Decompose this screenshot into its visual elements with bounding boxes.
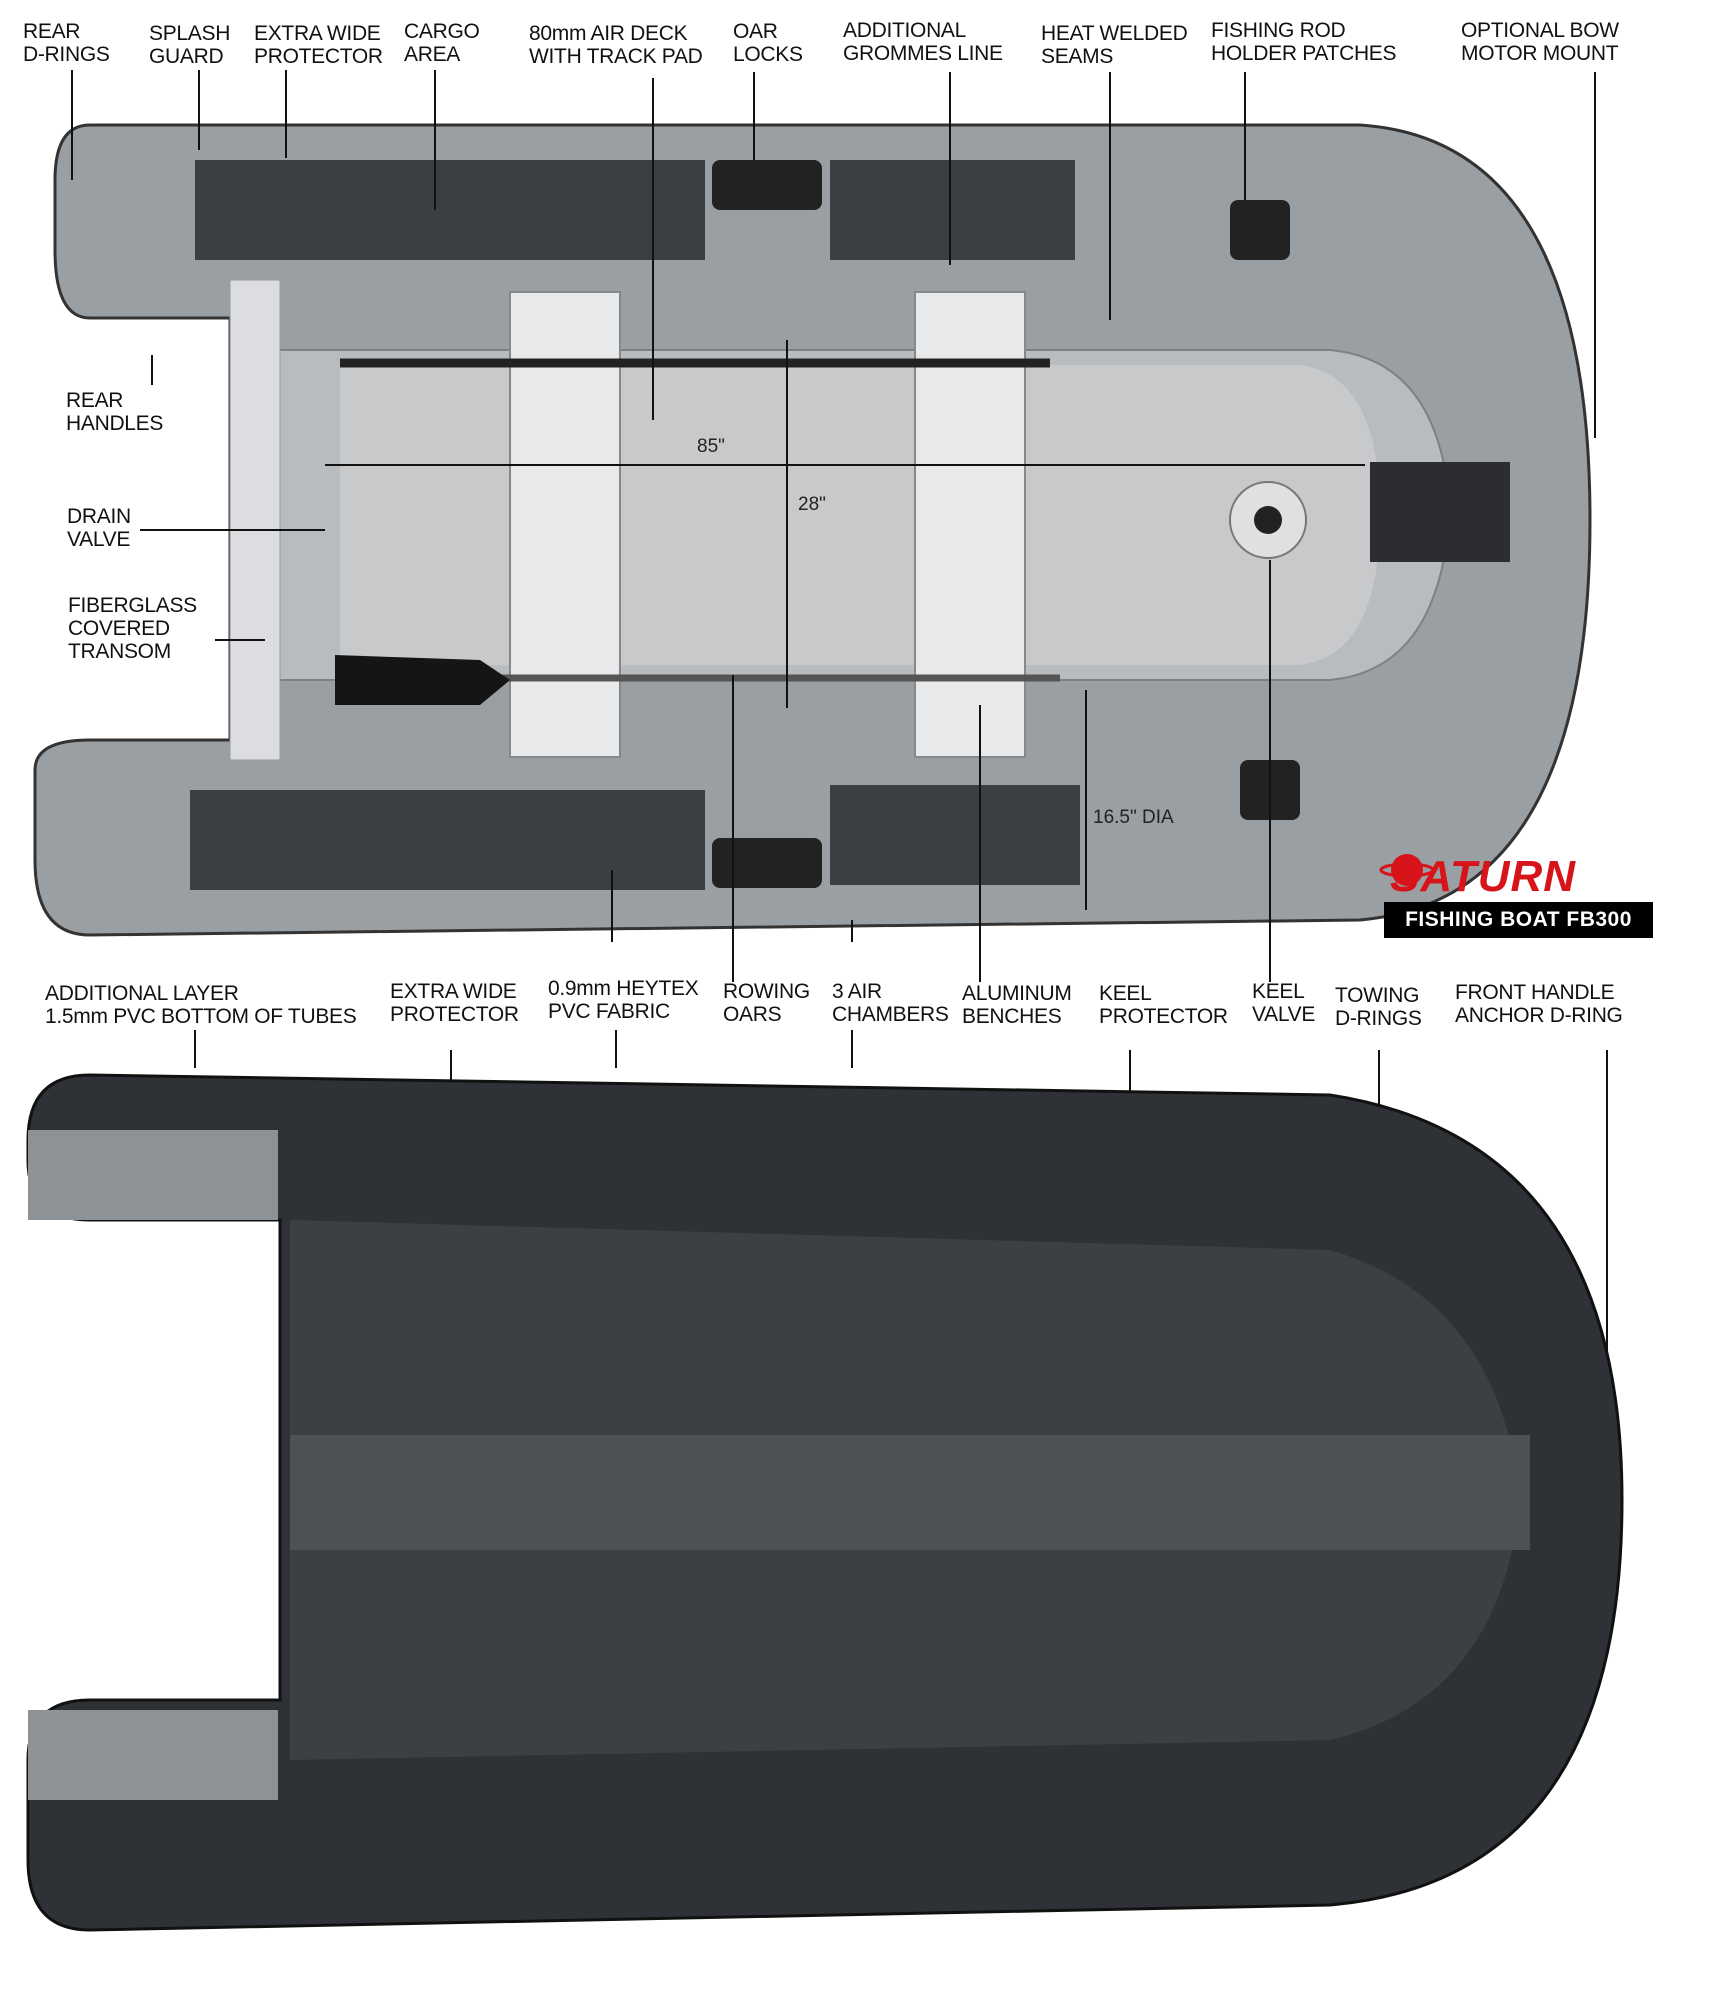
- leader-lines: [71, 70, 1608, 1480]
- label-grommes-line: ADDITIONAL GROMMES LINE: [843, 19, 1003, 65]
- dimension-tube-diameter: 16.5" DIA: [1093, 807, 1174, 828]
- label-rowing-oars: ROWING OARS: [723, 980, 810, 1026]
- label-towing-d-rings: TOWING D-RINGS: [1335, 984, 1422, 1030]
- label-rear-d-rings: REAR D-RINGS: [23, 20, 110, 66]
- label-heat-welded-seams: HEAT WELDED SEAMS: [1041, 22, 1188, 68]
- keel-protector: [290, 1435, 1530, 1550]
- label-keel-valve: KEEL VALVE: [1252, 980, 1316, 1026]
- dimension-length: 85": [697, 436, 725, 457]
- label-bow-motor-mount: OPTIONAL BOW MOTOR MOUNT: [1461, 19, 1619, 65]
- model-badge: FISHING BOAT FB300: [1384, 902, 1653, 938]
- label-oar-locks: OAR LOCKS: [733, 20, 803, 66]
- label-extra-wide-protector: EXTRA WIDE PROTECTOR: [254, 22, 383, 68]
- label-front-handle: FRONT HANDLE ANCHOR D-RING: [1455, 981, 1623, 1027]
- label-air-chambers: 3 AIR CHAMBERS: [832, 980, 949, 1026]
- label-splash-guard: SPLASH GUARD: [149, 22, 231, 68]
- brand-logo: SATURN: [1390, 852, 1577, 901]
- label-additional-layer: ADDITIONAL LAYER 1.5mm PVC BOTTOM OF TUB…: [45, 982, 357, 1028]
- oar-blade: [335, 655, 510, 705]
- label-extra-wide-protector-bottom: EXTRA WIDE PROTECTOR: [390, 980, 519, 1026]
- label-cargo-area: CARGO AREA: [404, 20, 480, 66]
- label-fishing-rod-holder: FISHING ROD HOLDER PATCHES: [1211, 19, 1397, 65]
- boat-bottom-view: [26, 1073, 1624, 1932]
- dimension-width: 28": [798, 494, 826, 515]
- cargo-area-pad: [195, 160, 705, 260]
- label-air-deck: 80mm AIR DECK WITH TRACK PAD: [529, 22, 703, 68]
- label-keel-protector: KEEL PROTECTOR: [1099, 982, 1228, 1028]
- label-rear-handles: REAR HANDLES: [66, 389, 164, 435]
- label-heytex-fabric: 0.9mm HEYTEX PVC FABRIC: [548, 977, 699, 1023]
- boat-top-view: [33, 123, 1592, 937]
- label-drain-valve: DRAIN VALVE: [67, 505, 131, 551]
- saturn-planet-icon: [1391, 854, 1423, 886]
- label-aluminum-benches: ALUMINUM BENCHES: [962, 982, 1072, 1028]
- label-fiberglass-transom: FIBERGLASS COVERED TRANSOM: [68, 594, 197, 663]
